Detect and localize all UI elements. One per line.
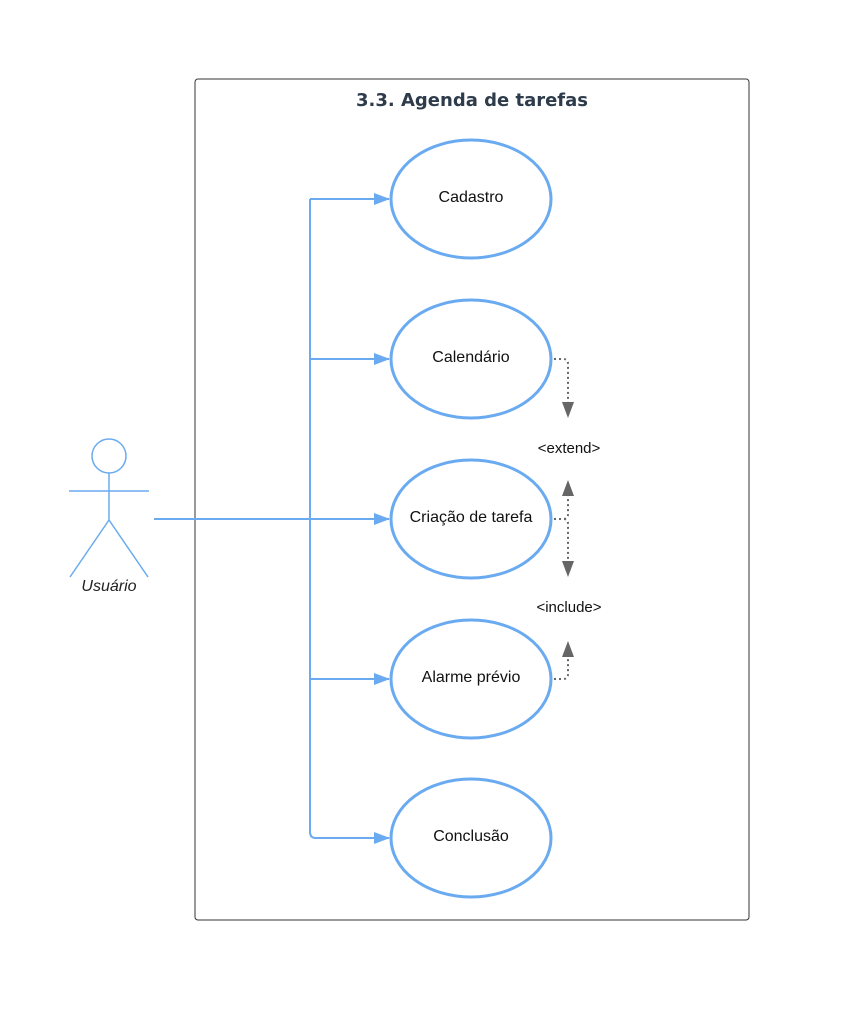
include-arrowhead-down <box>562 561 574 577</box>
actor-right-leg <box>108 519 149 578</box>
use-case-ellipse <box>389 777 553 899</box>
use-case-criacao[interactable]: Criação de tarefa <box>389 458 553 580</box>
actor-head <box>91 438 127 474</box>
use-case-ellipse <box>389 618 553 740</box>
extend-arrowhead-down <box>562 402 574 418</box>
include-label: <include> <box>536 599 601 616</box>
association-trunk <box>309 199 317 839</box>
use-case-calendario[interactable]: Calendário <box>389 298 553 420</box>
use-case-label: Alarme prévio <box>422 669 521 686</box>
use-case-label: Cadastro <box>439 189 504 206</box>
use-case-alarme[interactable]: Alarme prévio <box>389 618 553 740</box>
use-case-ellipse <box>389 138 553 260</box>
actor-left-leg <box>69 519 110 578</box>
extend-arrowhead-up <box>562 480 574 496</box>
include-connector-top <box>554 518 569 562</box>
association-lines <box>154 193 390 844</box>
use-case-cadastro[interactable]: Cadastro <box>389 138 553 260</box>
actor-label: Usuário <box>81 578 136 595</box>
extend-connector-top <box>554 358 569 402</box>
use-case-ellipse <box>389 298 553 420</box>
use-case-label: Conclusão <box>433 828 509 845</box>
dependency-include[interactable]: <include> <box>536 518 602 680</box>
dependency-extend[interactable]: <extend> <box>538 358 601 520</box>
include-arrowhead-up <box>562 641 574 657</box>
use-case-ellipse <box>389 458 553 580</box>
include-connector-bottom <box>554 657 569 680</box>
use-case-label: Calendário <box>432 349 509 366</box>
system-title: 3.3. Agenda de tarefas <box>356 90 588 111</box>
system-boundary <box>194 78 750 921</box>
actor-usuario[interactable]: Usuário <box>69 438 149 595</box>
use-case-label: Criação de tarefa <box>410 509 533 526</box>
extend-connector-bottom <box>554 496 569 520</box>
extend-label: <extend> <box>538 440 601 457</box>
use-case-conclusao[interactable]: Conclusão <box>389 777 553 899</box>
